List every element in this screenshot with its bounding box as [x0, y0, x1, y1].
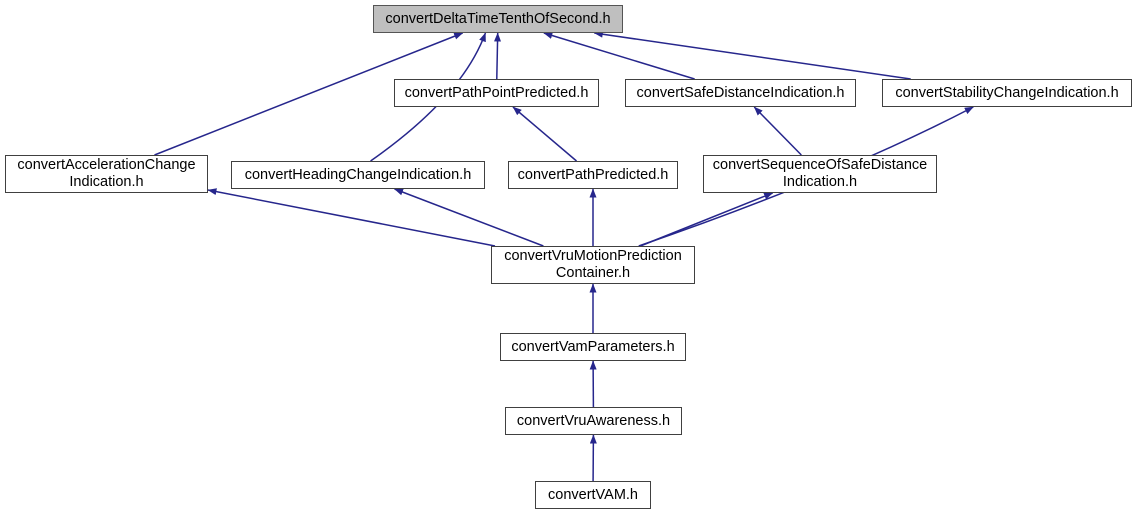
graph-node-pathPredicted[interactable]: convertPathPredicted.h	[508, 161, 678, 189]
graph-node-vam[interactable]: convertVAM.h	[535, 481, 651, 509]
graph-node-label: convertPathPredicted.h	[517, 166, 669, 183]
graph-node-deltaTime[interactable]: convertDeltaTimeTenthOfSecond.h	[373, 5, 623, 33]
graph-node-label: convertHeadingChangeIndication.h	[244, 166, 472, 183]
graph-node-stabilityChange[interactable]: convertStabilityChangeIndication.h	[882, 79, 1132, 107]
graph-edge-vruMotionPrediction-to-accelerationChange	[207, 188, 496, 247]
graph-edge-pathPredicted-to-pathPointPredicted	[512, 106, 578, 162]
graph-node-headingChange[interactable]: convertHeadingChangeIndication.h	[231, 161, 485, 189]
graph-edge-vruMotionPrediction-to-sequenceSafeDistance	[640, 192, 774, 247]
graph-node-label: convertVamParameters.h	[511, 338, 675, 355]
graph-node-vamParameters[interactable]: convertVamParameters.h	[500, 333, 686, 361]
graph-node-label: convertSafeDistanceIndication.h	[636, 84, 845, 101]
graph-node-safeDistance[interactable]: convertSafeDistanceIndication.h	[625, 79, 856, 107]
graph-edge-vruMotionPrediction-to-headingChange	[394, 188, 544, 247]
graph-node-pathPointPredicted[interactable]: convertPathPointPredicted.h	[394, 79, 599, 107]
graph-node-label: convertVruAwareness.h	[516, 412, 671, 429]
graph-node-vruMotionPrediction[interactable]: convertVruMotionPrediction Container.h	[491, 246, 695, 284]
graph-node-label: convertAccelerationChange Indication.h	[17, 157, 196, 190]
graph-node-accelerationChange[interactable]: convertAccelerationChange Indication.h	[5, 155, 208, 193]
graph-node-label: convertPathPointPredicted.h	[404, 84, 589, 101]
graph-node-vruAwareness[interactable]: convertVruAwareness.h	[505, 407, 682, 435]
graph-node-label: convertSequenceOfSafeDistance Indication…	[712, 157, 928, 190]
graph-edge-sequenceSafeDistance-to-safeDistance	[753, 106, 802, 156]
graph-node-sequenceSafeDistance[interactable]: convertSequenceOfSafeDistance Indication…	[703, 155, 937, 193]
graph-edge-stabilityChange-to-deltaTime	[593, 30, 911, 80]
graph-node-label: convertVruMotionPrediction Container.h	[504, 248, 682, 281]
graph-edge-pathPointPredicted-to-deltaTime	[494, 32, 502, 80]
graph-node-label: convertDeltaTimeTenthOfSecond.h	[385, 10, 611, 27]
graph-edge-safeDistance-to-deltaTime	[543, 32, 695, 80]
graph-node-label: convertStabilityChangeIndication.h	[895, 84, 1119, 101]
graph-node-label: convertVAM.h	[548, 486, 638, 503]
